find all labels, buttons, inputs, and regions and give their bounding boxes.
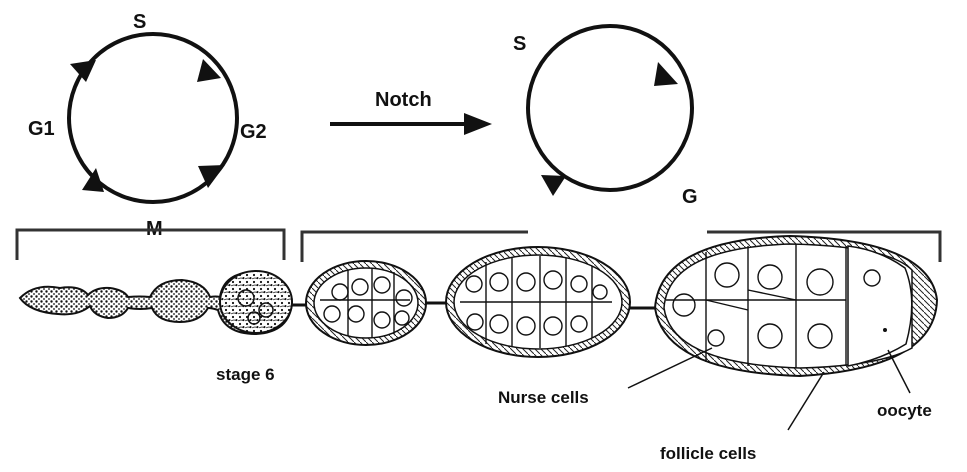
arrow-right-icon — [464, 113, 492, 135]
oocyte-label: oocyte — [877, 401, 932, 420]
follicle-cells-leader — [788, 372, 824, 430]
right-cycle-circle — [528, 26, 692, 190]
nurse-cells-label: Nurse cells — [498, 388, 589, 407]
left-cycle-label-g2: G2 — [240, 121, 267, 143]
stage-6-label: stage 6 — [216, 365, 275, 384]
egg-chamber-string — [20, 236, 937, 376]
follicle-cells-label: follicle cells — [660, 444, 756, 463]
left-cycle-label-s: S — [133, 11, 146, 33]
cycle-arrowhead-icon — [541, 175, 566, 196]
right-cycle-label-s: S — [513, 33, 526, 55]
left-cycle-label-g1: G1 — [28, 118, 55, 140]
notch-label: Notch — [375, 89, 432, 111]
notch-transition: Notch — [330, 89, 492, 135]
left-cell-cycle: S G1 G2 M — [28, 11, 267, 240]
nurse-cells-leader — [628, 348, 712, 388]
cycle-arrowhead-icon — [654, 62, 678, 86]
right-cell-cycle: S G — [513, 26, 698, 208]
right-cycle-label-g: G — [682, 186, 698, 208]
cycle-arrowhead-icon — [82, 168, 104, 192]
cycle-arrowhead-icon — [70, 60, 96, 82]
oocyte-leader — [888, 350, 910, 393]
